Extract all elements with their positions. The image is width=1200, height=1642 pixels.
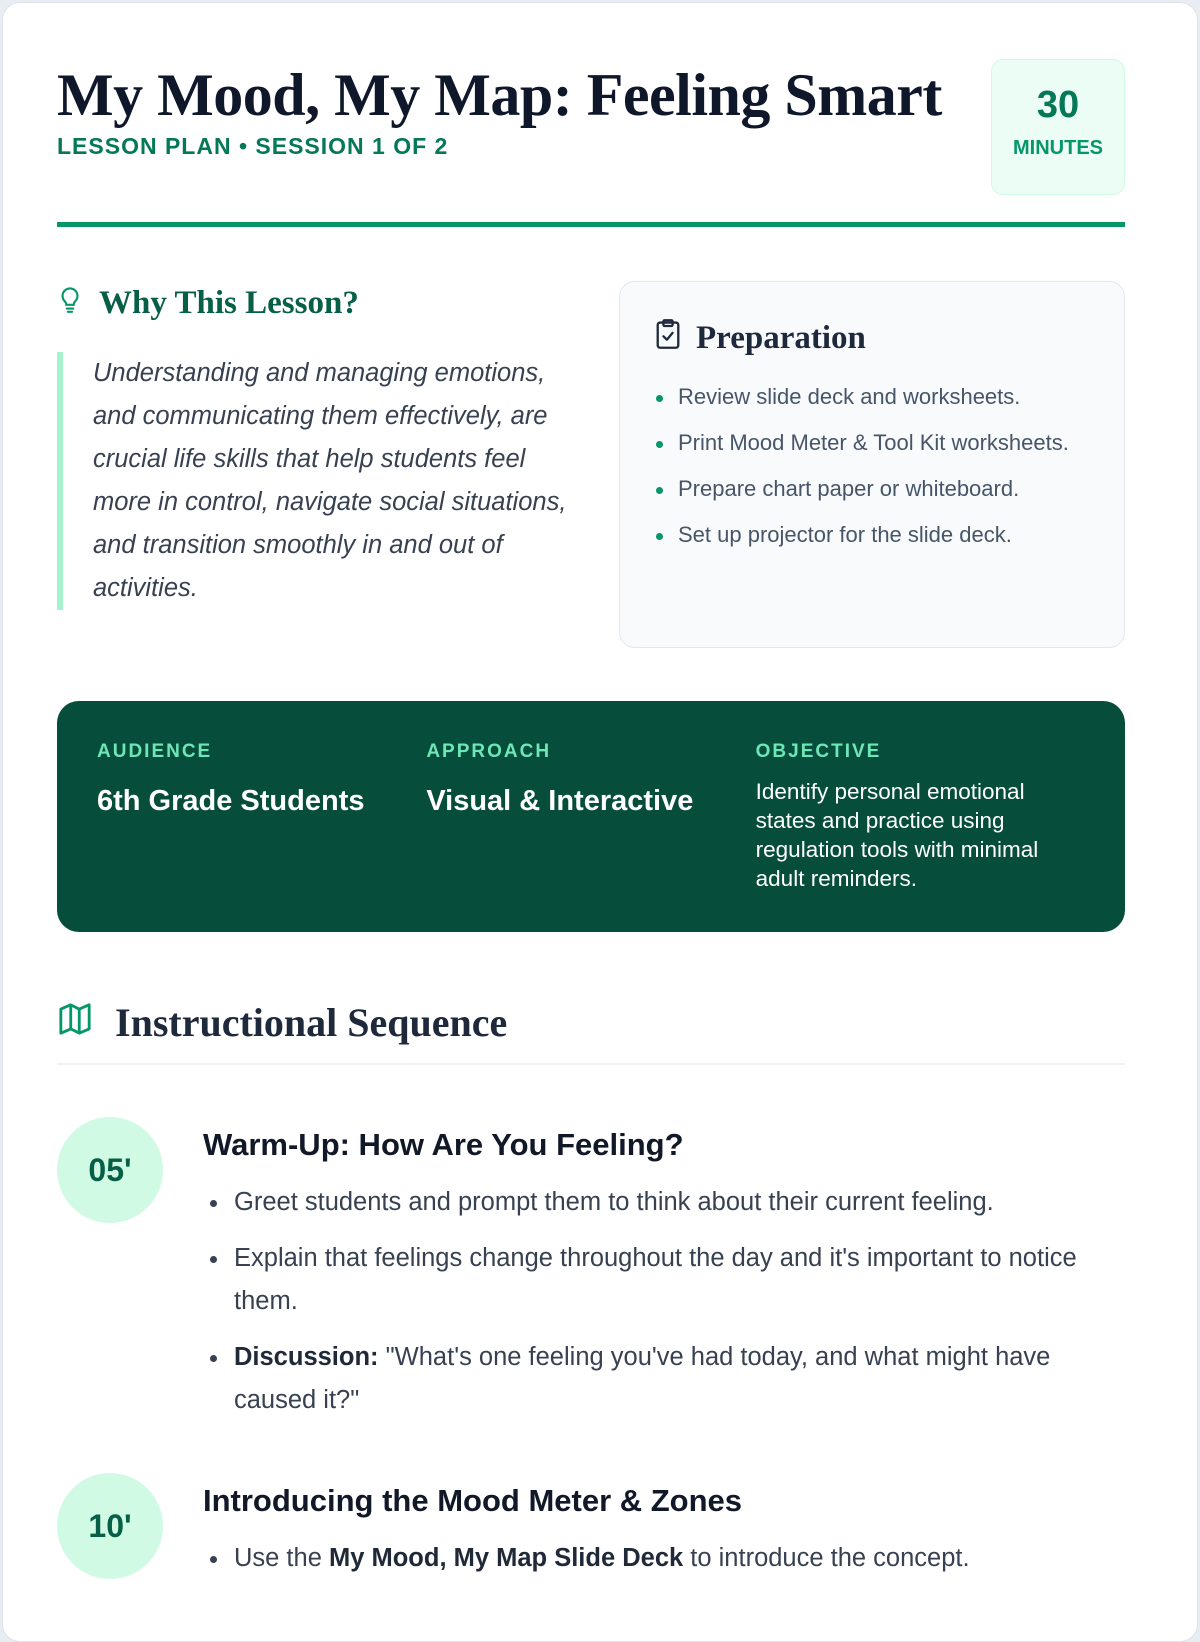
duration-value: 30 (1036, 84, 1080, 126)
map-icon (57, 999, 93, 1046)
audience-label: AUDIENCE (97, 741, 213, 762)
prep-item: Prepare chart paper or whiteboard. (654, 473, 1090, 505)
preparation-heading: Preparation (696, 320, 866, 356)
discussion-text: "What's one feeling you've had today, an… (234, 1343, 1051, 1414)
step-item: Discussion: "What's one feeling you've h… (207, 1336, 1127, 1422)
header: My Mood, My Map: Feeling Smart LESSON PL… (57, 59, 1125, 227)
step-title: Introducing the Mood Meter & Zones (203, 1483, 743, 1518)
approach-label: APPROACH (426, 741, 552, 762)
objective-label: OBJECTIVE (755, 741, 882, 762)
step-time-badge: 05' (57, 1117, 163, 1223)
discussion-label: Discussion: (234, 1343, 379, 1371)
why-section: Why This Lesson? Understanding and manag… (57, 283, 577, 610)
step-item: Use the My Mood, My Map Slide Deck to in… (207, 1537, 1127, 1580)
step-title: Warm-Up: How Are You Feeling? (203, 1127, 684, 1162)
slide-deck-name: My Mood, My Map Slide Deck (328, 1544, 684, 1572)
sequence-header: Instructional Sequence (57, 999, 1125, 1065)
objective-value: Identify personal emotional states and p… (755, 779, 1039, 891)
step-item-text: Use the (234, 1544, 329, 1572)
step-item-text: to introduce the concept. (683, 1544, 970, 1572)
step-time-badge: 10' (57, 1473, 163, 1579)
prep-item: Set up projector for the slide deck. (654, 519, 1090, 551)
approach-value: Visual & Interactive (426, 785, 694, 817)
lightbulb-icon (57, 283, 83, 324)
duration-badge: 30 MINUTES (991, 59, 1125, 195)
clipboard-check-icon (654, 318, 682, 359)
audience-value: 6th Grade Students (97, 785, 365, 817)
preparation-box: Preparation Review slide deck and worksh… (619, 281, 1125, 648)
prep-item: Print Mood Meter & Tool Kit worksheets. (654, 427, 1090, 459)
lesson-info-panel: AUDIENCE 6th Grade Students APPROACH Visua… (57, 701, 1125, 932)
why-text: Understanding and managing emotions, and… (57, 352, 577, 610)
sequence-heading: Instructional Sequence (115, 1000, 508, 1045)
page-subtitle: LESSON PLAN • SESSION 1 OF 2 (57, 133, 449, 159)
step-item: Explain that feelings change throughout … (207, 1237, 1127, 1323)
why-heading: Why This Lesson? (99, 285, 359, 321)
page-title: My Mood, My Map: Feeling Smart (57, 62, 942, 128)
duration-unit: MINUTES (1013, 137, 1103, 159)
prep-item: Review slide deck and worksheets. (654, 381, 1090, 413)
step-item: Greet students and prompt them to think … (207, 1181, 1127, 1224)
